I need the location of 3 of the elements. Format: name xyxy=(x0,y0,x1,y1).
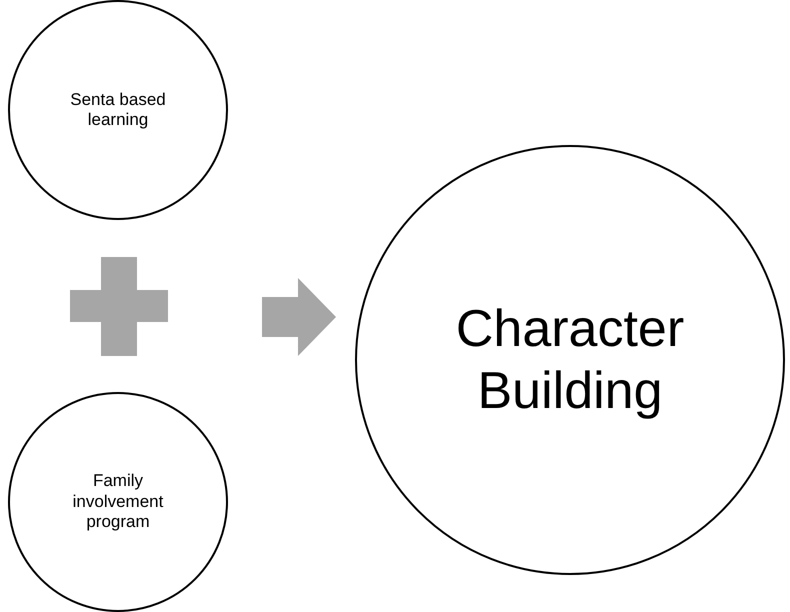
node-label: Family involvement program xyxy=(72,471,164,533)
node-label: Senta based learning xyxy=(69,90,167,130)
node-label: Character Building xyxy=(454,298,686,422)
